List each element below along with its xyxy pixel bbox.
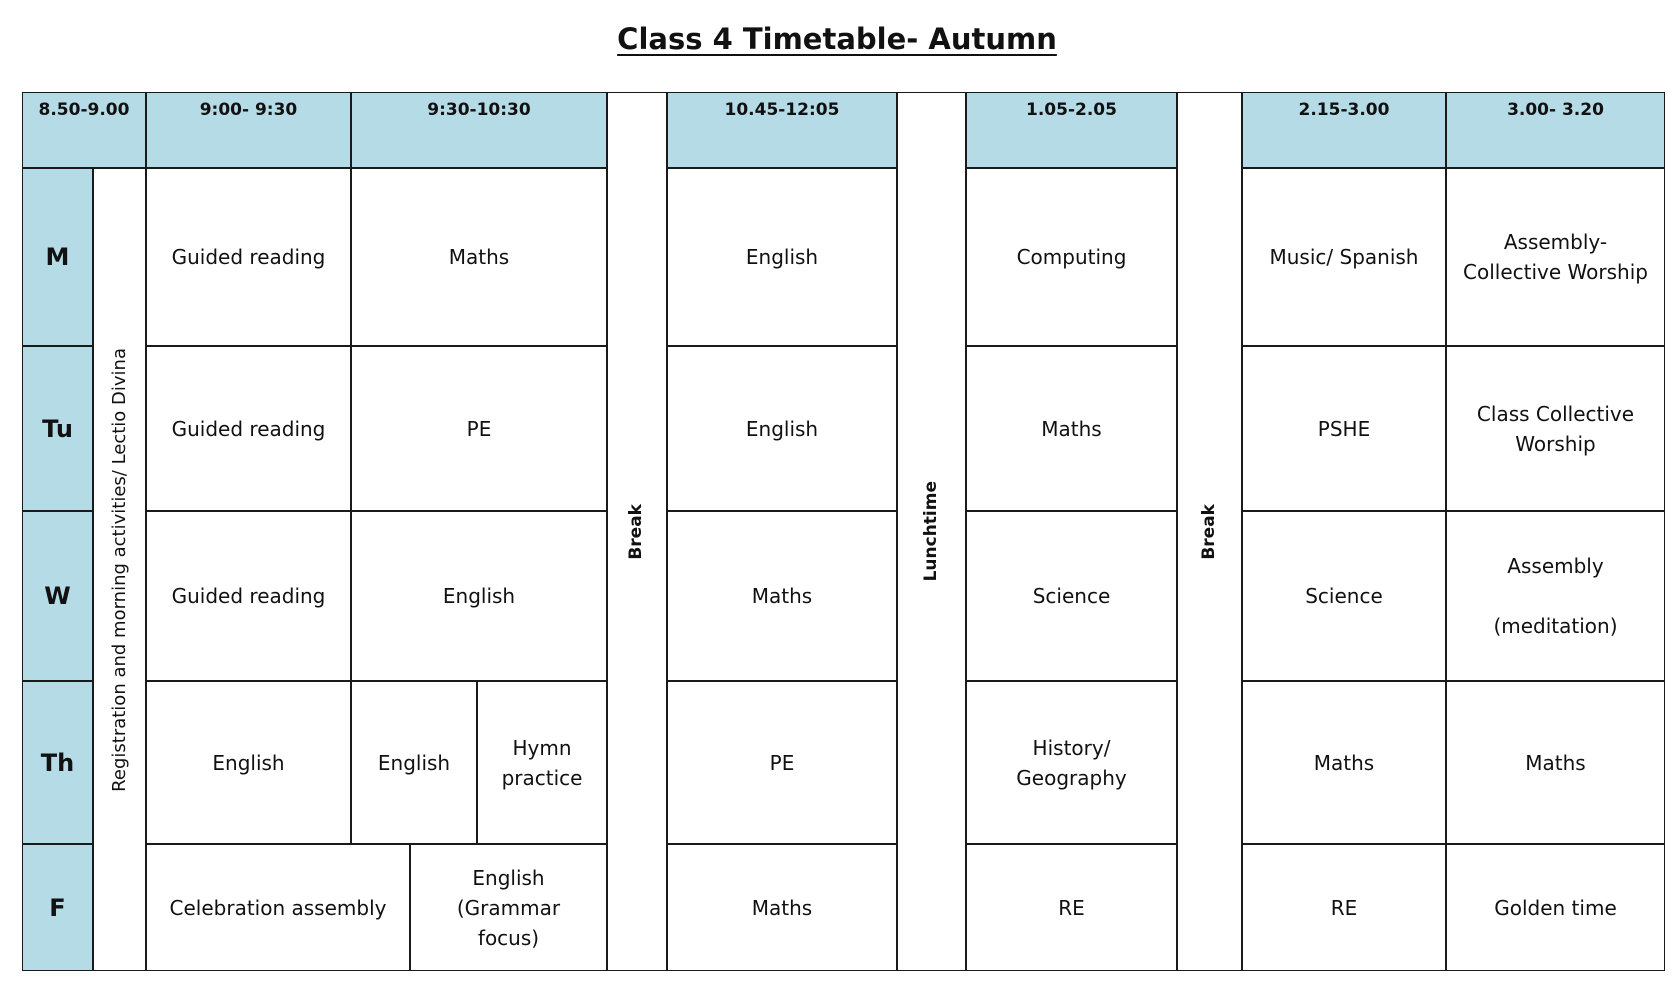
header-6: 3.00- 3.20 xyxy=(1446,92,1665,168)
lesson-mon-2-text: English xyxy=(745,245,819,269)
header-3-text: 10.45-12:05 xyxy=(724,100,840,120)
header-2: 9:30-10:30 xyxy=(351,92,607,168)
lesson-thu-1: English xyxy=(351,681,477,844)
day-m-text: M xyxy=(45,243,70,271)
header-6-text: 3.00- 3.20 xyxy=(1507,100,1604,120)
day-th: Th xyxy=(22,681,93,844)
header-3: 10.45-12:05 xyxy=(667,92,897,168)
lesson-tue-5: Class Collective Worship xyxy=(1446,346,1665,511)
registration-column-text: Registration and morning activities/ Lec… xyxy=(109,347,130,792)
lesson-tue-1-text: PE xyxy=(466,416,492,441)
lesson-tue-2-text: English xyxy=(745,416,819,441)
lesson-wed-2: Maths xyxy=(667,511,897,681)
lesson-wed-4: Science xyxy=(1242,511,1446,681)
lesson-thu-1-text: English xyxy=(377,750,451,775)
lesson-thu-3: PE xyxy=(667,681,897,844)
lesson-fri-5-text: Golden time xyxy=(1494,895,1617,920)
lesson-thu-6-text: Maths xyxy=(1525,750,1586,775)
lesson-mon-1-text: Maths xyxy=(448,245,510,269)
header-5: 2.15-3.00 xyxy=(1242,92,1446,168)
lesson-wed-5-text: Assembly (meditation) xyxy=(1493,554,1618,638)
lesson-mon-4-text: Music/ Spanish xyxy=(1269,245,1419,269)
lesson-mon-0-text: Guided reading xyxy=(171,245,326,269)
lesson-tue-0: Guided reading xyxy=(146,346,351,511)
lesson-thu-4: History/ Geography xyxy=(966,681,1177,844)
morning-break-column-text: Break xyxy=(626,503,647,560)
lesson-wed-3-text: Science xyxy=(1032,584,1111,608)
lunchtime-column-text: Lunchtime xyxy=(920,481,941,582)
lesson-tue-4: PSHE xyxy=(1242,346,1446,511)
day-tu-text: Tu xyxy=(42,414,73,443)
lesson-fri-3-text: RE xyxy=(1058,895,1085,920)
page-title: Class 4 Timetable- Autumn xyxy=(617,22,1057,56)
lesson-wed-1: English xyxy=(351,511,607,681)
lesson-tue-0-text: Guided reading xyxy=(171,416,326,441)
lesson-fri-2-text: Maths xyxy=(751,895,813,920)
lesson-wed-5: Assembly (meditation) xyxy=(1446,511,1665,681)
header-0: 8.50-9.00 xyxy=(22,92,146,168)
lesson-fri-0-text: Celebration assembly xyxy=(169,895,387,920)
day-th-text: Th xyxy=(40,748,75,777)
afternoon-break-column-text: Break xyxy=(1198,503,1219,560)
lesson-wed-0: Guided reading xyxy=(146,511,351,681)
lesson-thu-0-text: English xyxy=(212,750,285,775)
lesson-thu-2-text: Hymn practice xyxy=(501,735,583,790)
lesson-fri-1: English (Grammar focus) xyxy=(410,844,607,971)
day-m: M xyxy=(22,168,93,346)
header-4-text: 1.05-2.05 xyxy=(1026,100,1117,120)
lesson-wed-1-text: English xyxy=(442,584,516,608)
header-1-text: 9:00- 9:30 xyxy=(199,100,298,120)
day-w-text: W xyxy=(44,582,71,610)
morning-break-column: Break xyxy=(607,92,667,971)
lesson-wed-3: Science xyxy=(966,511,1177,681)
lesson-mon-5-text: Assembly- Collective Worship xyxy=(1463,230,1648,284)
day-f: F xyxy=(22,844,93,971)
header-0-text: 8.50-9.00 xyxy=(38,100,130,120)
lesson-fri-4-text: RE xyxy=(1330,895,1358,920)
lesson-mon-4: Music/ Spanish xyxy=(1242,168,1446,346)
lesson-wed-2-text: Maths xyxy=(751,584,813,608)
lesson-thu-3-text: PE xyxy=(769,750,795,775)
lesson-mon-3: Computing xyxy=(966,168,1177,346)
day-w: W xyxy=(22,511,93,681)
lesson-tue-3: Maths xyxy=(966,346,1177,511)
lesson-tue-2: English xyxy=(667,346,897,511)
lesson-fri-0: Celebration assembly xyxy=(146,844,410,971)
lesson-mon-3-text: Computing xyxy=(1016,245,1127,269)
lesson-thu-2: Hymn practice xyxy=(477,681,607,844)
header-2-text: 9:30-10:30 xyxy=(427,100,531,120)
lesson-thu-0: English xyxy=(146,681,351,844)
lesson-fri-4: RE xyxy=(1242,844,1446,971)
lesson-fri-3: RE xyxy=(966,844,1177,971)
lesson-mon-2: English xyxy=(667,168,897,346)
lesson-mon-0: Guided reading xyxy=(146,168,351,346)
lesson-thu-5: Maths xyxy=(1242,681,1446,844)
day-tu: Tu xyxy=(22,346,93,511)
header-1: 9:00- 9:30 xyxy=(146,92,351,168)
header-5-text: 2.15-3.00 xyxy=(1298,100,1390,120)
afternoon-break-column: Break xyxy=(1177,92,1242,971)
lunchtime-column: Lunchtime xyxy=(897,92,966,971)
lesson-thu-4-text: History/ Geography xyxy=(1016,735,1127,790)
lesson-tue-4-text: PSHE xyxy=(1317,416,1371,441)
lesson-fri-1-text: English (Grammar focus) xyxy=(456,865,561,950)
lesson-thu-5-text: Maths xyxy=(1313,750,1375,775)
lesson-mon-1: Maths xyxy=(351,168,607,346)
header-4: 1.05-2.05 xyxy=(966,92,1177,168)
lesson-fri-5: Golden time xyxy=(1446,844,1665,971)
lesson-tue-3-text: Maths xyxy=(1041,416,1102,441)
registration-column: Registration and morning activities/ Lec… xyxy=(93,168,146,971)
lesson-wed-4-text: Science xyxy=(1305,584,1383,608)
lesson-wed-0-text: Guided reading xyxy=(171,584,326,608)
lesson-thu-6: Maths xyxy=(1446,681,1665,844)
lesson-tue-1: PE xyxy=(351,346,607,511)
lesson-fri-2: Maths xyxy=(667,844,897,971)
lesson-mon-5: Assembly- Collective Worship xyxy=(1446,168,1665,346)
day-f-text: F xyxy=(49,893,66,922)
lesson-tue-5-text: Class Collective Worship xyxy=(1476,401,1635,456)
